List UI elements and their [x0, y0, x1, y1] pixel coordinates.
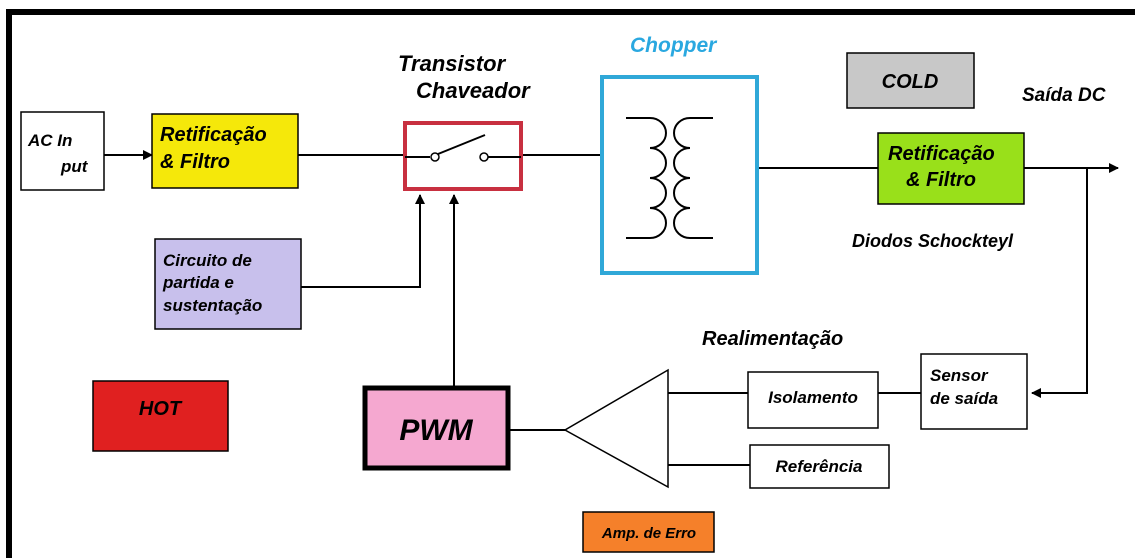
- connection-lines: [104, 150, 1119, 466]
- transistor-label-2: Chaveador: [416, 78, 531, 103]
- diodes-label: Diodos Schockteyl: [852, 231, 1014, 251]
- transistor-switch-block: [403, 121, 523, 191]
- startup-label-3: sustentação: [163, 296, 262, 315]
- outer-frame: [6, 9, 1135, 558]
- feedback-label: Realimentação: [702, 328, 843, 350]
- transistor-label-1: Transistor: [398, 51, 507, 76]
- input-rectifier-label-2: & Filtro: [160, 151, 230, 173]
- transformer-icon: [626, 117, 713, 239]
- error-amp-label-box: Amp. de Erro: [582, 511, 715, 553]
- input-rectifier-filter-block: Retificação & Filtro: [151, 113, 299, 189]
- startup-label-1: Circuito de: [163, 251, 252, 270]
- error-amp-label: Amp. de Erro: [601, 525, 696, 542]
- isolation-block: Isolamento: [747, 371, 879, 429]
- chopper-label: Chopper: [630, 34, 718, 57]
- ac-input-block: AC In put: [20, 111, 105, 191]
- line-output-to-sensor: [1031, 168, 1088, 398]
- pwm-block: PWM: [362, 385, 511, 471]
- cold-label: COLD: [882, 71, 939, 93]
- output-rectifier-label-1: Retificação: [888, 143, 995, 165]
- startup-label-2: partida e: [162, 273, 234, 292]
- output-rectifier-filter-block: Retificação & Filtro: [877, 132, 1025, 205]
- reference-block: Referência: [749, 444, 890, 489]
- sensor-label-1: Sensor: [930, 366, 989, 385]
- ac-input-label-1: AC In: [27, 131, 72, 150]
- chopper-transformer-block: [600, 75, 759, 275]
- output-label: Saída DC: [1022, 85, 1106, 106]
- hot-badge: HOT: [92, 380, 229, 452]
- pwm-label: PWM: [399, 414, 473, 447]
- output-sensor-block: Sensor de saída: [920, 353, 1028, 430]
- reference-label: Referência: [776, 457, 863, 476]
- line-startup-to-switch: [301, 194, 425, 288]
- output-rectifier-label-2: & Filtro: [906, 169, 976, 191]
- isolation-label: Isolamento: [768, 388, 858, 407]
- hot-label: HOT: [139, 398, 183, 420]
- sensor-label-2: de saída: [930, 389, 998, 408]
- startup-circuit-block: Circuito de partida e sustentação: [154, 238, 302, 330]
- input-rectifier-label-1: Retificação: [160, 124, 267, 146]
- error-amplifier-symbol: [563, 368, 669, 489]
- ac-input-label-2: put: [60, 157, 89, 176]
- cold-badge: COLD: [846, 52, 975, 109]
